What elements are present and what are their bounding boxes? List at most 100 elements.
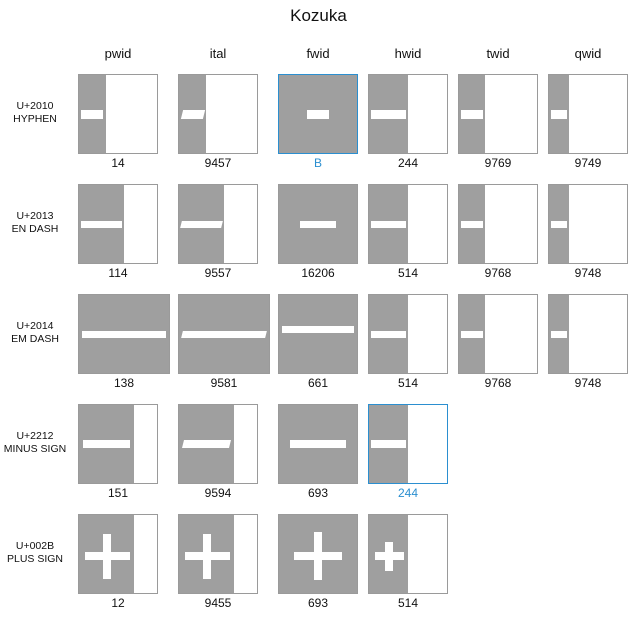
glyph-cell-minus-fwid[interactable] [278,404,358,484]
glyph-cell-hyphen-pwid[interactable] [78,74,158,154]
column-header-ital: ital [209,46,227,61]
row-label-code: U+2010 [16,100,54,112]
hyphen-glyph [461,109,483,119]
glyph-cell-endash-pwid[interactable] [78,184,158,264]
cid-label: 9748 [574,266,602,280]
endash-glyph [300,220,336,228]
row-label-name: HYPHEN [13,113,57,125]
glyph-cell-endash-ital[interactable] [178,184,258,264]
cid-label: 244 [397,486,419,500]
minus-glyph [83,440,130,448]
column-header-fwid: fwid [306,46,330,61]
glyph-cell-emdash-fwid[interactable] [278,294,358,374]
cid-label: 9594 [204,486,232,500]
glyph-cell-plus-pwid[interactable] [78,514,158,594]
row-label-code: U+2212 [16,430,54,442]
cid-label: 151 [107,486,129,500]
column-header-qwid: qwid [574,46,602,61]
glyph-cell-hyphen-ital[interactable] [178,74,258,154]
plus-glyph-vertical [203,533,211,579]
cid-label: B [313,156,322,170]
plus-glyph-vertical [103,533,111,579]
glyph-cell-emdash-pwid[interactable] [78,294,170,374]
plus-glyph-vertical [314,532,322,580]
cid-label: 16206 [301,266,335,280]
glyph-cell-emdash-twid[interactable] [458,294,538,374]
row-label-name: MINUS SIGN [3,443,67,455]
cid-label: 9748 [574,376,602,390]
cid-label: 9455 [204,596,232,610]
column-header-hwid: hwid [394,46,422,61]
glyph-cell-emdash-hwid[interactable] [368,294,448,374]
cid-label: 9749 [574,156,602,170]
glyph-cell-hyphen-hwid[interactable] [368,74,448,154]
glyph-cell-endash-qwid[interactable] [548,184,628,264]
glyph-cell-endash-hwid[interactable] [368,184,448,264]
cid-label: 12 [111,596,125,610]
endash-glyph [551,220,567,228]
column-header-pwid: pwid [104,46,132,61]
row-label-name: PLUS SIGN [6,553,64,565]
chart-title: Kozuka [290,6,347,25]
minus-glyph [182,440,231,448]
hyphen-glyph [307,109,329,119]
minus-glyph [290,440,346,448]
glyph-cell-emdash-ital[interactable] [178,294,270,374]
glyph-cell-emdash-qwid[interactable] [548,294,628,374]
glyph-cell-plus-fwid[interactable] [278,514,358,594]
row-label-code: U+2013 [16,210,54,222]
hyphen-glyph [551,109,567,119]
endash-glyph [461,220,483,228]
emdash-glyph [551,330,567,338]
cid-label: 693 [307,596,329,610]
glyph-cell-hyphen-fwid[interactable] [278,74,358,154]
endash-glyph [371,220,406,228]
plus-glyph-vertical [385,541,393,571]
cid-label: 244 [397,156,419,170]
emdash-glyph [181,330,267,338]
glyph-cell-hyphen-qwid[interactable] [548,74,628,154]
cid-label: 9768 [484,376,512,390]
glyph-cell-endash-twid[interactable] [458,184,538,264]
cid-label: 9457 [204,156,232,170]
glyph-cell-endash-fwid[interactable] [278,184,358,264]
endash-glyph [180,220,223,228]
hyphen-glyph [371,109,406,119]
emdash-glyph [82,330,166,338]
cid-label: 14 [111,156,125,170]
emdash-glyph [282,325,354,333]
glyph-cell-minus-pwid[interactable] [78,404,158,484]
emdash-glyph [371,330,406,338]
endash-glyph [81,220,122,228]
glyph-cell-minus-hwid[interactable] [368,404,448,484]
cid-label: 514 [397,376,419,390]
hyphen-glyph [81,109,103,119]
row-label-code: U+2014 [16,320,54,332]
cid-label: 661 [307,376,329,390]
cid-label: 114 [108,266,128,280]
cid-label: 514 [397,266,419,280]
row-label-name: EN DASH [11,223,59,235]
cid-label: 138 [113,376,135,390]
cid-label: 9769 [484,156,512,170]
glyph-cell-plus-hwid[interactable] [368,514,448,594]
cid-label: 693 [307,486,329,500]
cid-label: 9557 [204,266,232,280]
cid-label: 9768 [484,266,512,280]
cid-label: 514 [397,596,419,610]
row-label-name: EM DASH [11,333,59,345]
hyphen-glyph [180,109,206,119]
emdash-glyph [461,330,483,338]
glyph-cell-minus-ital[interactable] [178,404,258,484]
advance-width-fill [279,295,357,373]
row-label-code: U+002B [15,540,55,552]
cid-label: 9581 [210,376,238,390]
glyph-cell-plus-ital[interactable] [178,514,258,594]
minus-glyph [371,440,406,448]
glyph-cell-hyphen-twid[interactable] [458,74,538,154]
